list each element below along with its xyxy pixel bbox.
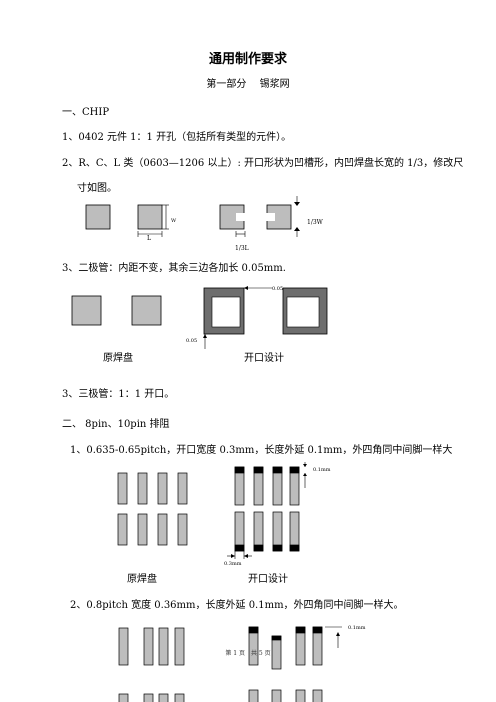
item-0402: 1、0402 元件 1：1 开孔（包括所有类型的元件）。 xyxy=(62,132,292,143)
rcl-pad-plain xyxy=(85,204,111,230)
item-rcl: 2、R、C、L 类（0603—1206 以上）: 开口形状为凹槽形，内凹焊盘长宽… xyxy=(62,158,464,169)
item-pitch-065: 1、0.635-0.65pitch，开口宽度 0.3mm，长度外延 0.1mm，… xyxy=(70,445,453,456)
diode-pad-right xyxy=(131,295,162,326)
diode-figure: 0.05 0.05 xyxy=(71,286,328,349)
array-figure-065: 0.1mm 0.3mm xyxy=(117,462,331,567)
item-rcl-cont: 寸如图。 xyxy=(77,183,117,194)
diode-dim-bottom: 0.05 xyxy=(186,338,197,344)
page-footer: 第 1 页 共 5 页 xyxy=(225,650,271,657)
third-length-label: 1/3L xyxy=(235,245,249,252)
rcl-pad-dimensioned xyxy=(137,204,163,230)
array-dim-top-08: 0.1mm xyxy=(348,625,366,631)
rcl-figure: W L 1/3W 1/3L xyxy=(85,196,324,252)
item-pitch-08: 2、0.8pitch 宽度 0.36mm，长度外延 0.1mm，外四角同中间脚一… xyxy=(70,600,404,611)
length-label: L xyxy=(147,235,151,242)
array-dim-top-065: 0.1mm xyxy=(313,467,331,473)
third-width-label: 1/3W xyxy=(307,219,324,226)
array-original-pads-08 xyxy=(118,627,185,702)
array-dim-bottom-065: 0.3mm xyxy=(224,561,242,567)
array-apertures-08 xyxy=(248,626,323,702)
diode-pad-left xyxy=(71,295,102,326)
item-diode: 3、二极管：内距不变，其余三边各加长 0.05mm. xyxy=(62,263,286,274)
array-figure-08: 0.1mm xyxy=(118,625,366,702)
heading-resistor-array: 二、 8pin、10pin 排阻 xyxy=(62,419,170,430)
page-title: 通用制作要求 xyxy=(208,52,287,67)
width-label: W xyxy=(171,218,177,224)
rcl-notch-right xyxy=(266,213,275,221)
section-subtitle: 第一部分 锡浆网 xyxy=(206,79,290,90)
caption-original-pad-2: 原焊盘 xyxy=(127,574,157,585)
rcl-notch-left xyxy=(236,213,245,221)
caption-aperture-design-1: 开口设计 xyxy=(244,353,284,364)
diode-dim-top: 0.05 xyxy=(272,286,283,292)
caption-aperture-design-2: 开口设计 xyxy=(248,574,288,585)
array-original-pads-065 xyxy=(117,472,188,546)
heading-chip: 一、CHIP xyxy=(62,107,110,118)
caption-original-pad-1: 原焊盘 xyxy=(103,353,133,364)
item-transistor: 3、三极管：1：1 开口。 xyxy=(62,389,175,400)
array-apertures-065 xyxy=(234,466,300,552)
